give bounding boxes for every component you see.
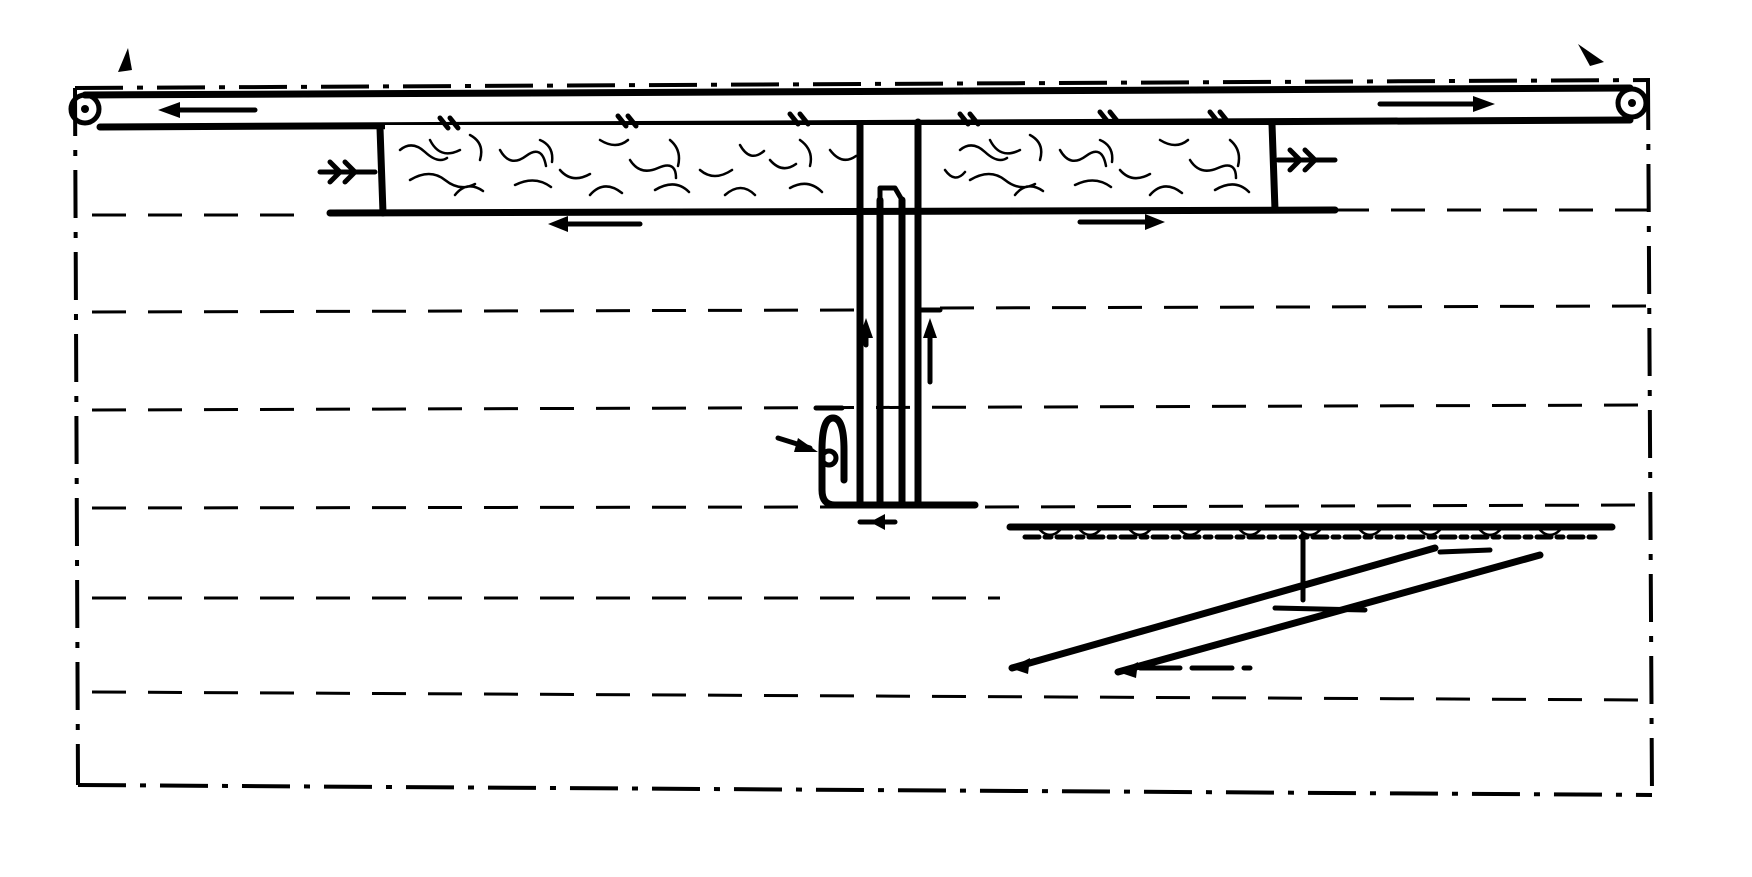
chute-lower-rail (1008, 544, 1439, 672)
boundary-bottom (77, 783, 1653, 797)
rubble-floor (326, 206, 1339, 217)
rubble-zone (317, 109, 1339, 232)
outer-boundary (73, 78, 1654, 797)
rubble-texture-left (398, 133, 858, 197)
belt-arrow-right-icon (1473, 96, 1495, 112)
chute-crossbar (1272, 605, 1368, 613)
valve-body (818, 414, 862, 509)
boundary-left (73, 87, 80, 786)
level-lines (91, 208, 1649, 702)
slab-rubble (1038, 528, 1562, 537)
chute-end-arrow-icon (1010, 658, 1030, 674)
rubble-right-wall (1268, 120, 1279, 214)
corner-arrow-left-icon (118, 48, 132, 72)
shaft-up-arrow-left-icon (859, 318, 873, 338)
rubble-left-wall (376, 124, 387, 217)
right-pulley-hub (1628, 99, 1636, 107)
corner-arrow-right-icon (1578, 44, 1604, 66)
floor-arrow-left-icon (548, 216, 568, 232)
shaft-up-arrow-right-icon (923, 318, 937, 338)
shaft-top-cap (877, 185, 905, 203)
boundary-top (74, 78, 1651, 90)
valve-inlet-arrow-icon (794, 438, 818, 452)
rubble-texture-right (943, 133, 1251, 197)
lower-slab (1006, 523, 1616, 603)
side-valve (775, 405, 862, 509)
inclined-chute (1008, 544, 1544, 678)
conveyor-upper-run (81, 84, 1634, 99)
right-pulley-icon (1615, 86, 1649, 120)
level-line-4b (984, 503, 1649, 509)
conveyor-lower-run (96, 116, 1634, 131)
level-line-4a (91, 505, 836, 510)
stitch-markers (437, 109, 1231, 131)
left-anchor-icon (317, 159, 378, 185)
belt-arrow-left-icon (158, 102, 180, 118)
chute-head-link (1437, 547, 1493, 555)
central-shaft (826, 118, 979, 530)
level-line-6 (91, 690, 1649, 702)
shaft-base-arrow-icon (870, 514, 885, 530)
left-pulley-hub (81, 105, 89, 113)
chute-upper-rail (1114, 551, 1544, 676)
floor-arrow-right-icon (1145, 214, 1165, 230)
chute-end-arrow-2-icon (1118, 662, 1138, 678)
right-anchor-icon (1275, 147, 1338, 173)
boundary-right (1646, 81, 1654, 796)
left-pulley-icon (68, 92, 102, 126)
valve-eye-icon (819, 448, 839, 468)
level-line-2b (939, 304, 1649, 310)
level-line-3 (91, 403, 1649, 412)
top-conveyor (68, 44, 1649, 131)
level-line-2a (91, 308, 866, 314)
rubble-background (385, 125, 1268, 210)
